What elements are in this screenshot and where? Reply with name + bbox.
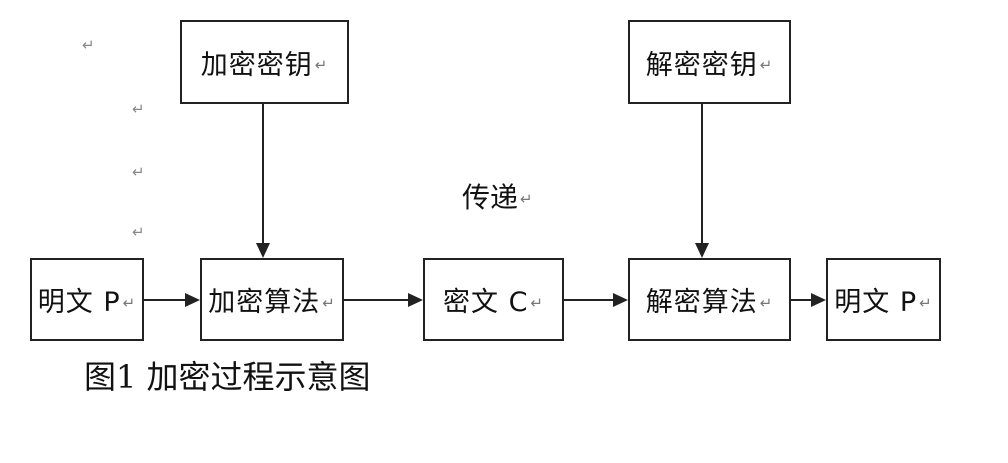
arrowhead-plaintext	[185, 293, 200, 307]
figure-caption: 图1 加密过程示意图	[84, 358, 371, 396]
plaintext-input-box: 明文 P ↵	[30, 258, 144, 341]
paragraph-mark: ↵	[82, 36, 95, 54]
plaintext-input-label: 明文 P	[37, 287, 121, 318]
decrypt-algorithm-label: 解密算法	[645, 287, 758, 318]
decrypt-key-box: 解密密钥 ↵	[628, 20, 791, 104]
encrypt-algorithm-box: 加密算法 ↵	[200, 258, 344, 341]
decrypt-key-label: 解密密钥	[645, 49, 758, 81]
plaintext-output-box: 明文 P ↵	[826, 258, 941, 341]
encrypt-key-box: 加密密钥 ↵	[180, 20, 349, 104]
arrowhead-encrypt-key	[256, 243, 270, 258]
decrypt-algorithm-box: 解密算法 ↵	[628, 258, 791, 341]
paragraph-mark: ↵	[919, 293, 933, 312]
paragraph-mark: ↵	[759, 56, 774, 74]
encrypt-algorithm-label: 加密算法	[208, 287, 321, 318]
paragraph-mark: ↵	[132, 223, 145, 241]
arrowhead-decrypt-key	[695, 243, 709, 258]
ciphertext-box: 密文 C ↵	[423, 258, 564, 341]
arrowhead-decrypt	[811, 293, 826, 307]
encrypt-key-label: 加密密钥	[200, 49, 313, 81]
paragraph-mark: ↵	[132, 100, 145, 118]
transfer-label: 传递 ↵	[462, 176, 533, 216]
paragraph-mark: ↵	[322, 293, 336, 312]
arrowhead-ciphertext	[613, 293, 628, 307]
paragraph-mark: ↵	[520, 190, 533, 208]
paragraph-mark: ↵	[314, 56, 329, 74]
paragraph-mark: ↵	[759, 293, 774, 312]
arrowhead-encrypt	[408, 293, 423, 307]
ciphertext-label: 密文 C	[442, 287, 529, 318]
transfer-text: 传递	[462, 181, 519, 214]
paragraph-mark: ↵	[530, 293, 544, 312]
plaintext-output-label: 明文 P	[834, 287, 918, 318]
paragraph-mark: ↵	[132, 163, 145, 181]
paragraph-mark: ↵	[122, 293, 137, 312]
